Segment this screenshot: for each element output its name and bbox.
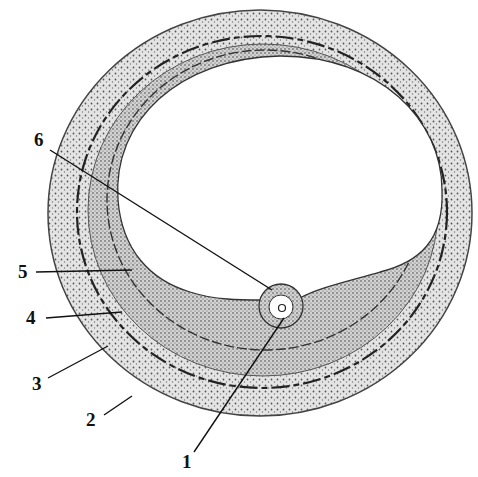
leader-line — [48, 346, 108, 378]
leader-line — [46, 312, 122, 318]
leader-line — [104, 396, 132, 415]
small-vessel-core — [279, 305, 286, 312]
leader-line — [50, 150, 272, 290]
callout-number: 5 — [18, 262, 28, 281]
callout-number: 1 — [182, 452, 192, 471]
small-vessel-lumen — [269, 295, 293, 319]
leader-line — [194, 318, 284, 452]
outer-layer — [48, 10, 472, 416]
callout-number: 6 — [34, 130, 44, 149]
callout-number: 2 — [86, 410, 96, 429]
elastic-membrane — [77, 36, 447, 388]
leader-line — [36, 270, 132, 272]
callout-number: 4 — [26, 308, 36, 327]
lumen — [118, 56, 442, 300]
callout-number: 3 — [32, 374, 42, 393]
